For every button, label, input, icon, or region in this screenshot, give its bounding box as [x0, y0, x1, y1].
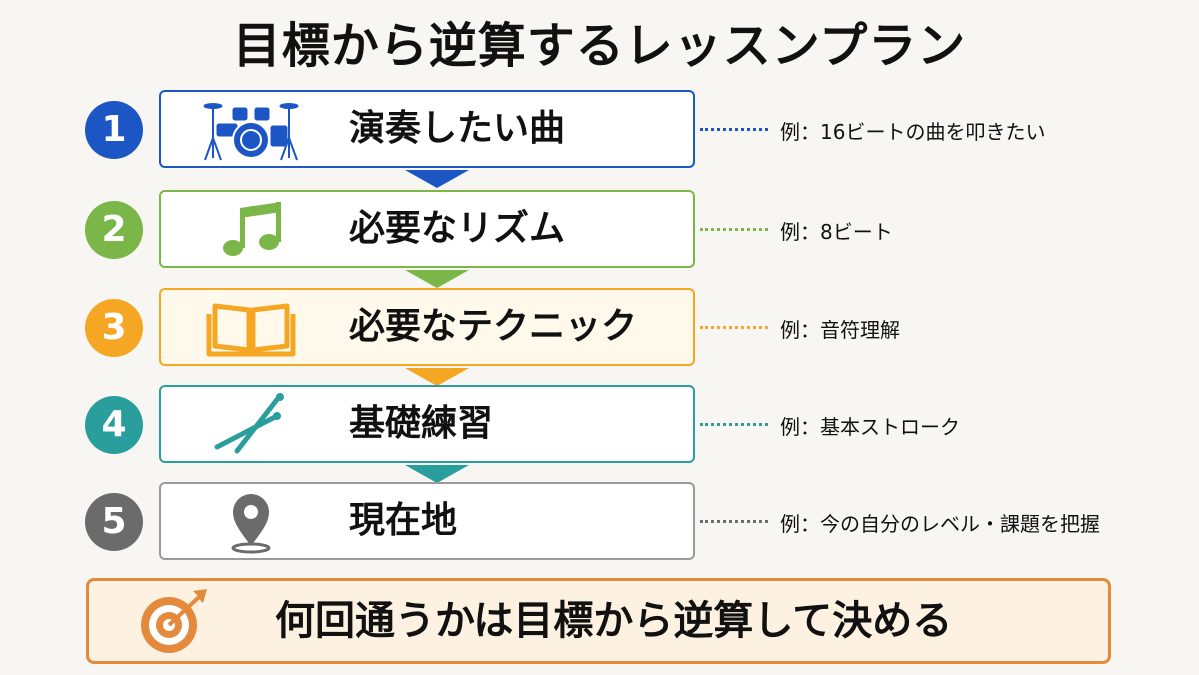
step-number-5: 5 — [85, 493, 143, 551]
arrow-down-1 — [405, 170, 469, 188]
connector-dots-5 — [700, 520, 768, 523]
drumsticks-icon — [203, 393, 299, 457]
connector-dots-2 — [700, 228, 768, 231]
step-number-1: 1 — [85, 101, 143, 159]
step-example-4: 例：基本ストローク — [780, 415, 960, 439]
connector-dots-1 — [700, 128, 768, 131]
connector-dots-4 — [700, 423, 768, 426]
step-box-2: 必要なリズム — [159, 190, 695, 268]
music-note-icon — [203, 198, 299, 262]
step-4: 4 基礎練習 例：基本ストローク — [0, 385, 1199, 467]
step-label-3: 必要なテクニック — [349, 306, 638, 347]
step-label-1: 演奏したい曲 — [349, 108, 566, 149]
step-box-1: 演奏したい曲 — [159, 90, 695, 168]
step-label-4: 基礎練習 — [349, 403, 494, 444]
target-arrow-icon — [137, 587, 209, 657]
arrow-down-4 — [405, 465, 469, 483]
step-box-5: 現在地 — [159, 482, 695, 560]
conclusion-text: 何回通うかは目標から逆算して決める — [275, 598, 953, 644]
arrow-down-2 — [405, 270, 469, 288]
location-pin-icon — [203, 490, 299, 554]
step-label-5: 現在地 — [349, 500, 458, 541]
page-title: 目標から逆算するレッスンプラン — [232, 18, 967, 74]
step-3: 3 必要なテクニック 例：音符理解 — [0, 288, 1199, 370]
step-example-3: 例：音符理解 — [780, 318, 900, 342]
step-number-3: 3 — [85, 299, 143, 357]
step-1: 1 — [0, 90, 1199, 172]
step-label-2: 必要なリズム — [349, 208, 566, 249]
step-2: 2 必要なリズム 例：8ビート — [0, 190, 1199, 272]
step-number-2: 2 — [85, 201, 143, 259]
step-5: 5 現在地 例：今の自分のレベル・課題を把握 — [0, 482, 1199, 564]
step-number-4: 4 — [85, 396, 143, 454]
step-example-1: 例：16ビートの曲を叩きたい — [780, 120, 1046, 144]
connector-dots-3 — [700, 326, 768, 329]
step-example-2: 例：8ビート — [780, 220, 893, 244]
open-book-icon — [203, 296, 299, 360]
step-box-4: 基礎練習 — [159, 385, 695, 463]
drum-kit-icon — [203, 98, 299, 162]
arrow-down-3 — [405, 368, 469, 386]
step-box-3: 必要なテクニック — [159, 288, 695, 366]
step-example-5: 例：今の自分のレベル・課題を把握 — [780, 512, 1100, 536]
conclusion-banner: 何回通うかは目標から逆算して決める — [86, 578, 1111, 664]
